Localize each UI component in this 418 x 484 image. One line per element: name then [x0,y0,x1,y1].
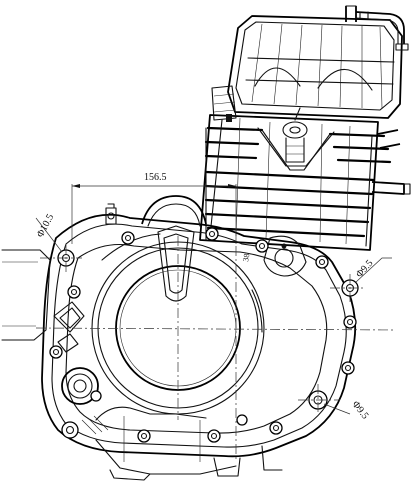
dimension-left-hole: Φ10.5 [35,212,63,253]
bolt-core [140,432,148,440]
dimension-overall-width: 156.5 [71,172,237,244]
dimension-upper-right-hole: Φ9.5 [354,257,392,283]
dimension-center-mark: 38 [241,253,251,262]
dim-lower-right-hole-label: Φ9.5 [350,399,371,421]
spark-plug [282,107,308,163]
bolt [205,227,219,241]
right-boss [263,235,307,277]
bolt-core [124,234,132,242]
bolt [343,315,357,329]
cylinder-block [199,85,411,251]
bolt-core [65,425,75,435]
lower-shaft-area [81,406,283,481]
bolt [269,421,283,435]
dimension-lower-right-hole: Φ9.5 [323,399,371,421]
bolt [255,239,269,253]
bolt [67,285,81,299]
cylinder-head-cover [227,15,403,119]
bolt-core [344,364,352,372]
drain-plug [61,367,99,405]
bolt-core [210,432,218,440]
bolt [121,231,135,245]
bolt-core [208,230,216,238]
center-lines [35,236,397,460]
bolt [207,429,221,443]
bolt-core [272,424,280,432]
bolt-core [52,348,60,356]
bolt [236,414,248,426]
dim-left-hole-label: Φ10.5 [35,212,56,239]
bolt [137,429,151,443]
bolt-core [346,318,354,326]
oil-filler-boss [105,195,207,302]
bolt [49,345,63,359]
left-bracket [1,249,51,341]
bolt [315,255,329,269]
bolt-core [70,288,78,296]
bolt-core [318,258,326,266]
bolt [341,361,355,375]
dim-center-mark-label: 38 [241,253,251,262]
bolt [90,390,102,402]
dim-overall-width-label: 156.5 [144,172,167,183]
bolt-core [258,242,266,250]
left-fitting [53,301,85,353]
dim-upper-right-hole-label: Φ9.5 [354,258,375,280]
bolt [61,421,79,439]
breather-pipe [345,5,409,51]
